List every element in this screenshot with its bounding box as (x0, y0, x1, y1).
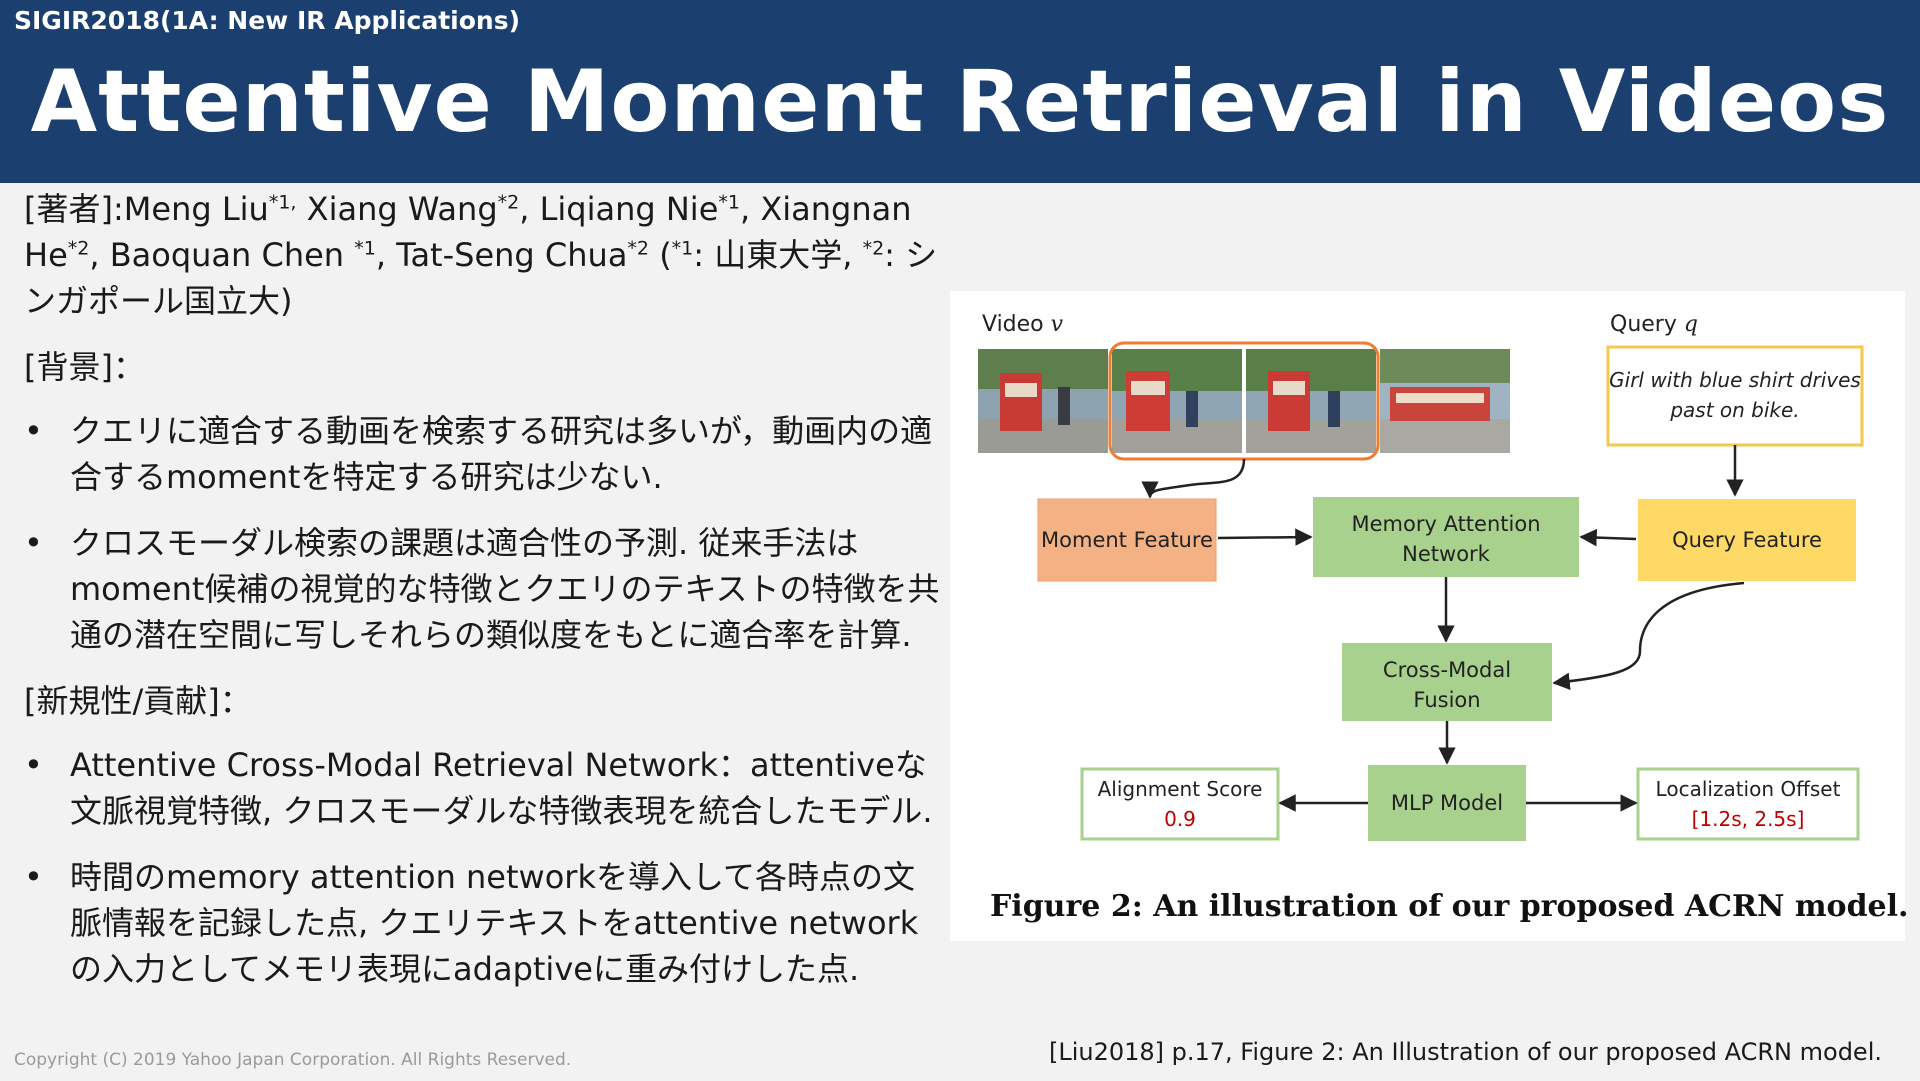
acrn-diagram: Video v Query q (978, 312, 1864, 841)
cross-modal-label-2: Fusion (1413, 688, 1480, 712)
moment-feature-label: Moment Feature (1041, 528, 1213, 552)
query-label: Query q (1610, 312, 1698, 337)
authors: [著者]:Meng Liu*1, Xiang Wang*2, Liqiang N… (24, 186, 944, 324)
list-item: • クエリに適合する動画を検索する研究は多いが，動画内の適合するmomentを特定… (24, 408, 944, 500)
author-name: , Tat-Seng Chua (375, 236, 628, 274)
affiliation-text: ( (649, 236, 672, 274)
arrow-moment-to-memory (1217, 528, 1313, 546)
background-list: • クエリに適合する動画を検索する研究は多いが，動画内の適合するmomentを特定… (24, 408, 944, 658)
affiliation-mark: *1 (671, 237, 694, 260)
bullet-icon: • (24, 858, 43, 896)
arrow-query-to-memory (1579, 528, 1637, 547)
memory-attention-box (1313, 497, 1579, 577)
alignment-score-label: Alignment Score (1098, 777, 1263, 801)
author-name: , Xiangnan He (24, 190, 912, 274)
list-item-text: Attentive Cross-Modal Retrieval Network：… (70, 746, 933, 830)
video-frame-1 (978, 349, 1108, 453)
slide-header: SIGIR2018(1A: New IR Applications) Atten… (0, 0, 1920, 183)
alignment-score-value: 0.9 (1164, 807, 1196, 831)
background-heading: [背景]： (24, 348, 145, 386)
video-frame-2 (1112, 349, 1242, 453)
affiliation-mark: *2 (862, 237, 885, 260)
author-affiliation-mark: *1 (718, 191, 740, 214)
list-item: • Attentive Cross-Modal Retrieval Network… (24, 742, 944, 834)
localization-offset-label: Localization Offset (1656, 777, 1841, 801)
author-name: Xiang Wang (296, 190, 498, 228)
cross-modal-fusion-box (1342, 643, 1552, 721)
mlp-model-box (1368, 765, 1526, 841)
acrn-figure: Video v Query q (950, 291, 1909, 941)
query-text-line-1: Girl with blue shirt drives (1609, 368, 1861, 392)
list-item-text: クロスモーダル検索の課題は適合性の予測. 従来手法はmoment候補の視覚的な特… (70, 524, 940, 654)
author-affiliation-mark: *2 (67, 237, 90, 260)
contribution-heading: [新規性/貢献]： (24, 682, 252, 720)
author-affiliation-mark: *2 (627, 237, 650, 260)
video-frames (978, 341, 1510, 461)
author-name: , Liqiang Nie (519, 190, 719, 228)
arrow-query-to-fusion (1552, 581, 1745, 691)
query-text-line-2: past on bike. (1669, 398, 1799, 422)
contribution-list: • Attentive Cross-Modal Retrieval Network… (24, 742, 944, 992)
text-column: [著者]:Meng Liu*1, Xiang Wang*2, Liqiang N… (24, 186, 944, 1012)
localization-offset-box (1636, 767, 1860, 841)
query-feature-box (1638, 499, 1856, 581)
moment-feature-box (1037, 498, 1217, 582)
copyright-notice: Copyright (C) 2019 Yahoo Japan Corporati… (14, 1050, 572, 1070)
author-name: Meng Liu (123, 190, 269, 228)
cross-modal-label-1: Cross-Modal (1383, 658, 1511, 682)
localization-offset-value: [1.2s, 2.5s] (1692, 807, 1805, 831)
query-feature-label: Query Feature (1672, 528, 1822, 552)
video-frame-3 (1246, 349, 1376, 453)
author-affiliation-mark: *2 (497, 191, 520, 214)
query-text-box (1606, 345, 1864, 447)
list-item-text: 時間のmemory attention networkを導入して各時点の文脈情報… (70, 858, 919, 988)
affiliation-text: : シンガポール国立大) (24, 236, 938, 320)
author-affiliation-mark: *1, (268, 191, 297, 214)
figure-caption: Figure 2: An illustration of our propose… (990, 889, 1909, 924)
list-item-text: クエリに適合する動画を検索する研究は多いが，動画内の適合するmomentを特定す… (70, 412, 933, 496)
memory-attention-label-2: Network (1402, 542, 1491, 566)
author-affiliation-mark: *1 (354, 237, 376, 260)
conference-label: SIGIR2018(1A: New IR Applications) (14, 6, 520, 35)
authors-label: [著者]: (24, 190, 124, 228)
memory-attention-label-1: Memory Attention (1352, 512, 1541, 536)
slide-title: Attentive Moment Retrieval in Videos (30, 52, 1890, 152)
arrow-video-to-moment (1141, 458, 1246, 499)
video-label: Video v (982, 312, 1064, 337)
alignment-score-box (1080, 767, 1280, 841)
video-frame-4 (1380, 349, 1510, 453)
author-name: , Baoquan Chen (89, 236, 355, 274)
bullet-icon: • (24, 412, 43, 450)
bullet-icon: • (24, 746, 43, 784)
source-citation: [Liu2018] p.17, Figure 2: An Illustratio… (1048, 1038, 1882, 1066)
mlp-model-label: MLP Model (1391, 791, 1503, 815)
list-item: • クロスモーダル検索の課題は適合性の予測. 従来手法はmoment候補の視覚的な… (24, 520, 944, 658)
bullet-icon: • (24, 524, 43, 562)
affiliation-text: : 山東大学, (693, 236, 863, 274)
list-item: • 時間のmemory attention networkを導入して各時点の文脈情… (24, 854, 944, 992)
